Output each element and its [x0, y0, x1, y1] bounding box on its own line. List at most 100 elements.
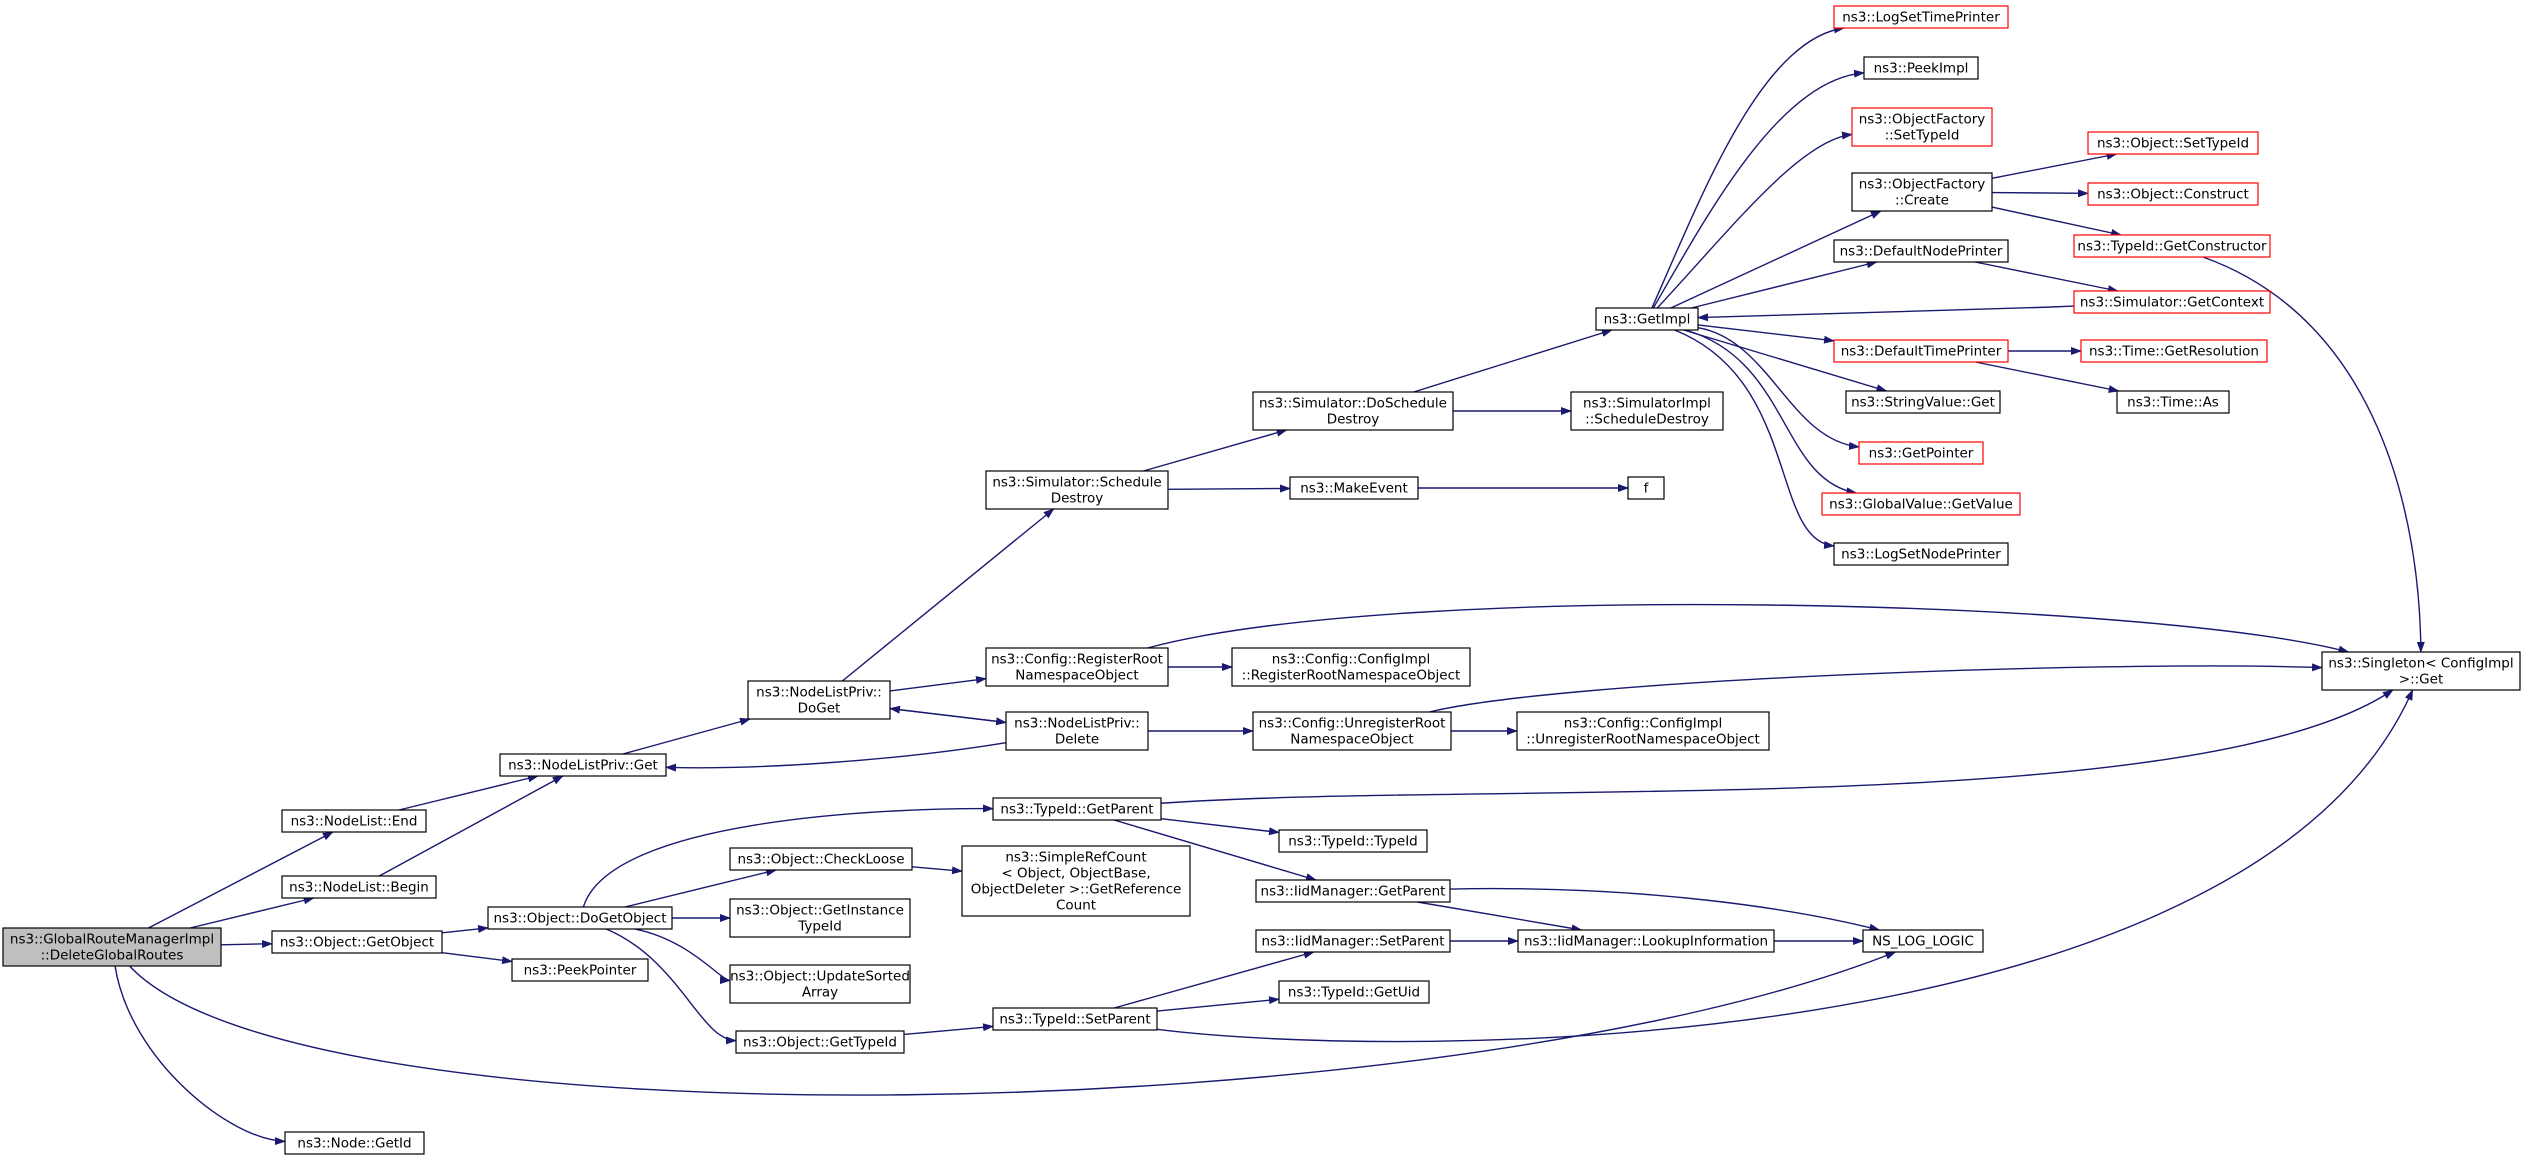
node-getimpl[interactable]: ns3::GetImpl: [1595, 307, 1699, 331]
edge-nodelistpriv_get-to-nodelistpriv_doget: [622, 717, 751, 755]
edge-nodelistpriv_doget-to-config_registerroot: [889, 675, 987, 692]
node-box: [985, 647, 1169, 687]
edge-config_unregisterroot-to-singleton_get: [1429, 663, 2323, 713]
edge-getimpl-to-logsetnodeprinter: [1674, 329, 1835, 549]
edge-line: [903, 1023, 994, 1036]
node-box: [1517, 929, 1775, 953]
edge-iidmanager_getparent-to-ns_log_logic: [1449, 887, 1881, 932]
node-simulator-getcontext[interactable]: ns3::Simulator::GetContext: [2073, 290, 2271, 314]
node-object-checkloose[interactable]: ns3::Object::CheckLoose: [729, 847, 913, 871]
node-label: ns3::ObjectFactory: [1859, 177, 1986, 193]
node-label: < Object, ObjectBase,: [1001, 866, 1150, 882]
node-getpointer[interactable]: ns3::GetPointer: [1858, 441, 1984, 465]
edge-typeid_getparent-to-typeid_typeid: [1160, 818, 1280, 836]
node-makeevent[interactable]: ns3::MakeEvent: [1289, 476, 1419, 500]
node-object-dogetobject[interactable]: ns3::Object::DoGetObject: [487, 906, 673, 930]
node-simulatorimpl-scheduledestroy[interactable]: ns3::SimulatorImpl::ScheduleDestroy: [1570, 391, 1724, 431]
node-typeid-getparent[interactable]: ns3::TypeId::GetParent: [992, 797, 1162, 821]
node-time-getresolution[interactable]: ns3::Time::GetResolution: [2080, 339, 2268, 363]
node-configimpl-unregisterroot[interactable]: ns3::Config::ConfigImpl::UnregisterRootN…: [1516, 711, 1770, 751]
edge-typeid_getconstructor-to-singleton_get: [2202, 256, 2425, 653]
edge-object_checkloose-to-simplerefcount: [911, 866, 963, 875]
edge-line: [665, 741, 1007, 772]
node-typeid-typeid[interactable]: ns3::TypeId::TypeId: [1278, 829, 1428, 853]
node-box: [1627, 476, 1665, 500]
node-ns-log-logic[interactable]: NS_LOG_LOGIC: [1862, 929, 1984, 953]
node-label: ns3::NodeListPriv::: [756, 685, 882, 701]
node-iidmanager-lookupinformation[interactable]: ns3::IidManager::LookupInformation: [1517, 929, 1775, 953]
node-config-unregisterroot[interactable]: ns3::Config::UnregisterRootNamespaceObje…: [1252, 711, 1452, 751]
node-root[interactable]: ns3::GlobalRouteManagerImpl::DeleteGloba…: [2, 927, 222, 967]
node-nodelistpriv-delete[interactable]: ns3::NodeListPriv::Delete: [1005, 711, 1149, 751]
node-time-as[interactable]: ns3::Time::As: [2116, 390, 2230, 414]
node-box: [729, 847, 913, 871]
node-sim-scheduledestroy[interactable]: ns3::Simulator::ScheduleDestroy: [985, 470, 1169, 510]
node-iidmanager-getparent[interactable]: ns3::IidManager::GetParent: [1255, 879, 1451, 903]
node-object-construct[interactable]: ns3::Object::Construct: [2087, 182, 2259, 206]
node-box: [1252, 711, 1452, 751]
node-object-settypeid[interactable]: ns3::Object::SetTypeId: [2087, 131, 2259, 155]
node-node-getid[interactable]: ns3::Node::GetId: [284, 1131, 425, 1155]
node-singleton-get[interactable]: ns3::Singleton< ConfigImpl>::Get: [2321, 651, 2521, 691]
edge-object_dogetobject-to-object_updatesortedarray: [634, 928, 731, 984]
node-object-getobject[interactable]: ns3::Object::GetObject: [271, 930, 443, 954]
node-box: [1005, 711, 1149, 751]
edge-typeid_setparent-to-iidmanager_setparent: [1114, 950, 1315, 1009]
node-label: f: [1644, 481, 1650, 497]
node-f[interactable]: f: [1627, 476, 1665, 500]
node-box: [1833, 542, 2009, 566]
edge-getimpl-to-defaultnodeprinter: [1691, 260, 1878, 309]
edge-line: [378, 775, 564, 877]
node-box: [729, 898, 911, 938]
node-objectfactory-create[interactable]: ns3::ObjectFactory::Create: [1851, 172, 1993, 212]
edge-line: [1417, 901, 1583, 933]
edge-line: [1670, 210, 1882, 309]
node-stringvalue-get[interactable]: ns3::StringValue::Get: [1845, 390, 2001, 414]
node-logsettimeprinter[interactable]: ns3::LogSetTimePrinter: [1833, 5, 2009, 29]
node-label: ns3::Object::GetInstance: [736, 903, 904, 919]
node-label: Count: [1056, 898, 1096, 914]
node-typeid-setparent[interactable]: ns3::TypeId::SetParent: [992, 1007, 1158, 1031]
edge-line: [1674, 329, 1835, 549]
node-label: ns3::TypeId::SetParent: [999, 1012, 1150, 1028]
node-nodelist-begin[interactable]: ns3::NodeList::Begin: [281, 875, 437, 899]
node-objectfactory-settypeid[interactable]: ns3::ObjectFactory::SetTypeId: [1851, 107, 1993, 147]
node-box: [992, 1007, 1158, 1031]
node-box: [2073, 290, 2271, 314]
node-box: [1858, 441, 1984, 465]
edge-line: [129, 951, 1897, 1096]
node-peekpointer[interactable]: ns3::PeekPointer: [511, 958, 649, 982]
node-nodelistpriv-get[interactable]: ns3::NodeListPriv::Get: [499, 753, 667, 777]
node-box: [1845, 390, 2001, 414]
edge-root-to-object_getobject: [220, 939, 273, 948]
node-config-registerroot[interactable]: ns3::Config::RegisterRootNamespaceObject: [985, 647, 1169, 687]
node-iidmanager-setparent[interactable]: ns3::IidManager::SetParent: [1255, 929, 1451, 953]
node-label: ns3::Object::GetObject: [280, 935, 434, 951]
node-object-gettypeid[interactable]: ns3::Object::GetTypeId: [735, 1030, 905, 1054]
node-box: [281, 809, 427, 833]
node-box: [1278, 829, 1428, 853]
edge-line: [1991, 151, 2118, 180]
node-configimpl-registerroot[interactable]: ns3::Config::ConfigImpl::RegisterRootNam…: [1231, 647, 1471, 687]
edge-line: [1429, 663, 2323, 713]
edge-line: [1991, 189, 2089, 198]
node-nodelist-end[interactable]: ns3::NodeList::End: [281, 809, 427, 833]
node-globalvalue-getvalue[interactable]: ns3::GlobalValue::GetValue: [1821, 492, 2021, 516]
node-peekimpl[interactable]: ns3::PeekImpl: [1863, 56, 1979, 80]
node-nodelistpriv-doget[interactable]: ns3::NodeListPriv::DoGet: [747, 680, 891, 720]
node-defaulttimeprinter[interactable]: ns3::DefaultTimePrinter: [1833, 339, 2009, 363]
node-label: ns3::PeekImpl: [1874, 61, 1969, 77]
node-box: [1570, 391, 1724, 431]
node-label: ns3::TypeId::GetConstructor: [2077, 239, 2267, 255]
node-label: ns3::IidManager::GetParent: [1261, 884, 1446, 900]
node-typeid-getconstructor[interactable]: ns3::TypeId::GetConstructor: [2073, 234, 2271, 258]
node-logsetnodeprinter[interactable]: ns3::LogSetNodePrinter: [1833, 542, 2009, 566]
node-simplerefcount[interactable]: ns3::SimpleRefCount< Object, ObjectBase,…: [961, 845, 1191, 917]
node-typeid-getuid[interactable]: ns3::TypeId::GetUid: [1278, 980, 1430, 1004]
node-box: [747, 680, 891, 720]
node-defaultnodeprinter[interactable]: ns3::DefaultNodePrinter: [1833, 239, 2009, 263]
edge-line: [1449, 887, 1881, 932]
